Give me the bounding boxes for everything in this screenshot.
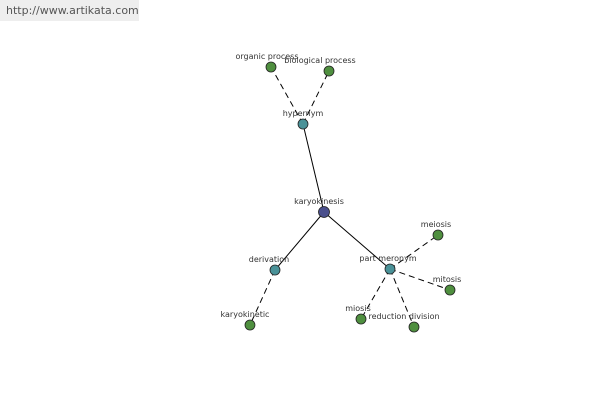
edge-derivation-to-karyokinetic	[249, 269, 276, 326]
node-label-derivation: derivation	[249, 255, 289, 264]
node-biological-process[interactable]	[323, 65, 335, 77]
node-label-reduction-division: reduction division	[368, 312, 439, 321]
node-label-organic-process: organic process	[236, 52, 299, 61]
node-karyokinetic[interactable]	[244, 319, 256, 331]
edge-hypernym-to-organic-process	[270, 66, 304, 125]
edge-karyokinesis-to-part-meronym	[323, 211, 391, 270]
labels-layer: karyokinesis hypernym organic processbiolo…	[221, 52, 462, 321]
node-label-mitosis: mitosis	[433, 275, 462, 284]
node-derivation[interactable]	[269, 264, 281, 276]
edge-part-meronym-to-reduction-division	[389, 268, 415, 328]
node-label-biological-process: biological process	[284, 56, 355, 65]
node-part-meronym[interactable]	[384, 263, 396, 275]
node-label-miosis: miosis	[345, 304, 370, 313]
edge-part-meronym-to-mitosis	[389, 268, 451, 291]
node-label-karyokinesis: karyokinesis	[294, 197, 344, 206]
edge-karyokinesis-to-derivation	[274, 211, 325, 271]
node-organic-process[interactable]	[265, 61, 277, 73]
edge-karyokinesis-to-hypernym	[302, 123, 325, 213]
node-reduction-division[interactable]	[408, 321, 420, 333]
node-label-part-meronym: part meronym	[359, 254, 416, 263]
node-mitosis[interactable]	[444, 284, 456, 296]
source-url-banner[interactable]: http://www.artikata.com	[0, 0, 139, 21]
node-miosis[interactable]	[355, 313, 367, 325]
node-hypernym[interactable]	[297, 118, 309, 130]
edges-layer	[249, 66, 451, 328]
node-label-hypernym: hypernym	[283, 109, 324, 118]
nodes-layer	[244, 61, 456, 333]
edge-part-meronym-to-meiosis	[389, 234, 439, 270]
node-label-meiosis: meiosis	[421, 220, 451, 229]
node-karyokinesis[interactable]	[318, 206, 330, 218]
node-label-karyokinetic: karyokinetic	[221, 310, 270, 319]
node-meiosis[interactable]	[432, 229, 444, 241]
